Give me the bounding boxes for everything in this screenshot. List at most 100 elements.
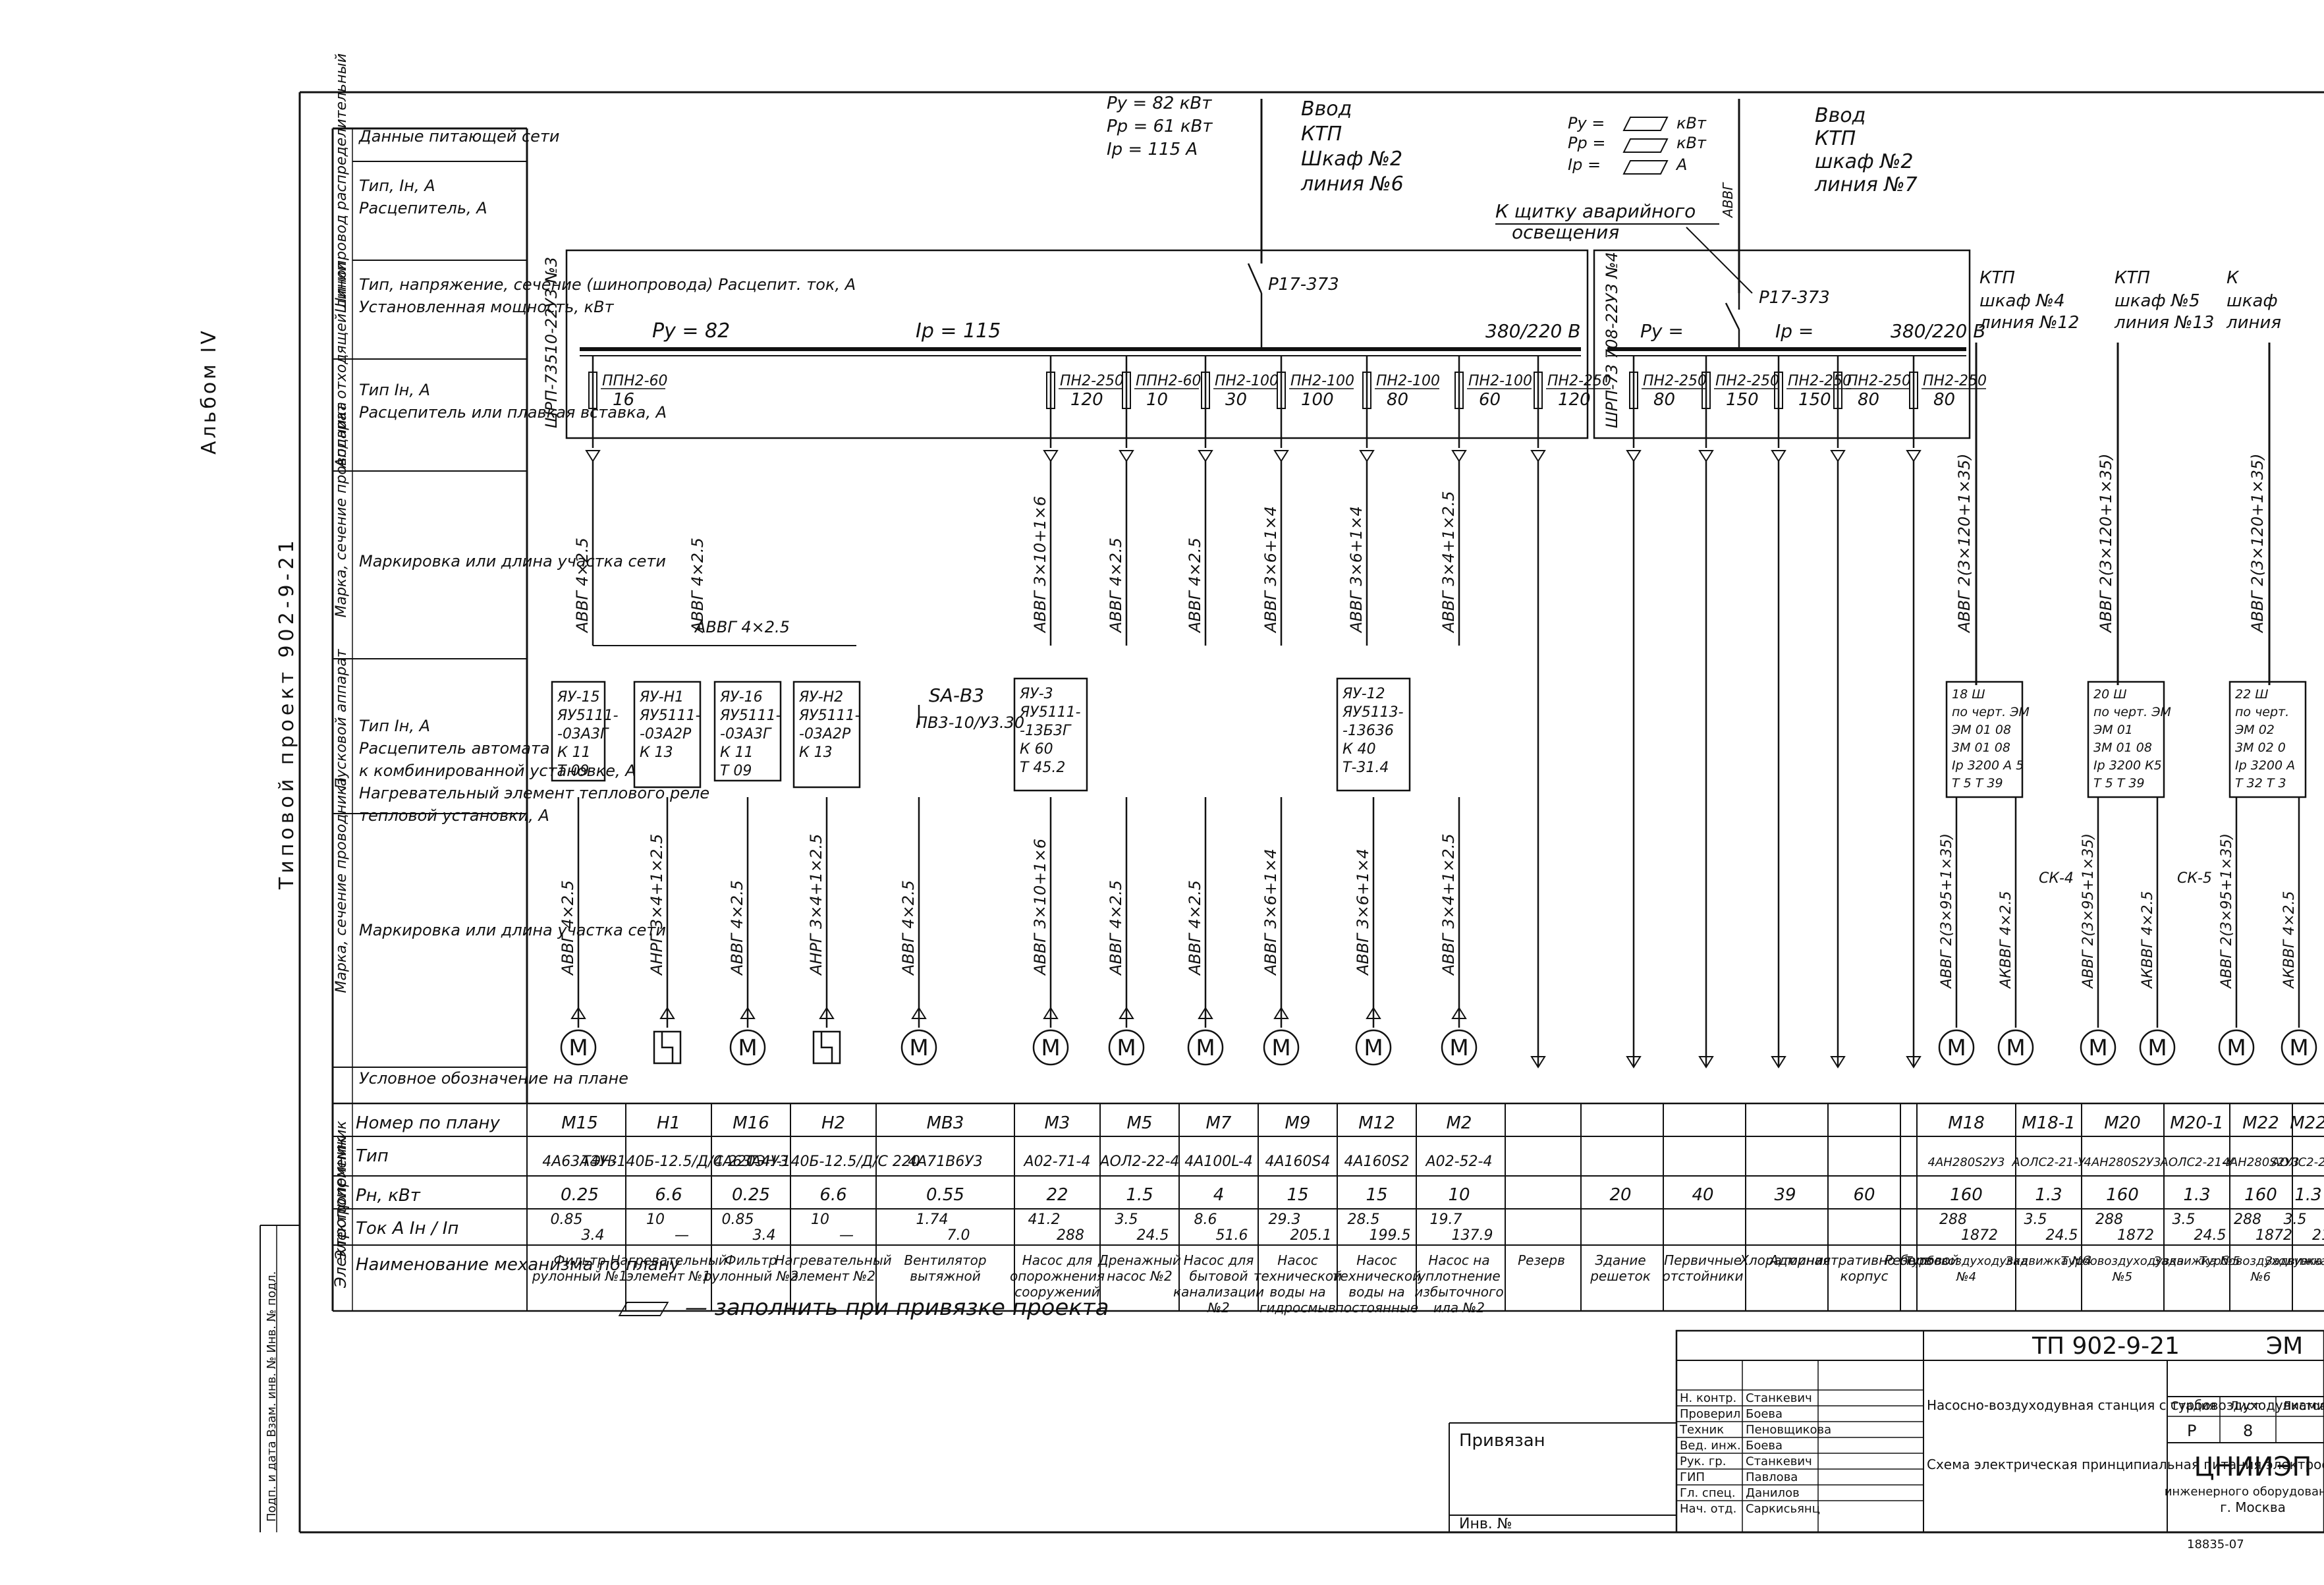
fuse-4-rating: 100 <box>1301 390 1334 410</box>
cable-lower-right-4: АВВГ 2(3×95+1×35) <box>2219 833 2235 989</box>
starter-right-0-line-5: Т 5 Т 39 <box>1952 776 2003 791</box>
col-2-name-1: рулонный №2 <box>703 1268 798 1284</box>
feed-0-cable: АВВГ 2(3×120+1×35) <box>1955 453 1974 634</box>
starter-0-line-0: ЯУ-15 <box>557 689 600 706</box>
cable-lower-2: АВВГ 4×2.5 <box>728 880 746 976</box>
col-14-name-0: Хлораторная <box>1739 1252 1831 1268</box>
title-block-frame <box>1675 1329 2324 1534</box>
cable-lower-5: АВВГ 3×10+1×6 <box>1031 839 1049 976</box>
starter-right-2-box <box>2228 681 2307 798</box>
breaker2-switch <box>1725 302 1740 330</box>
col-7-num: М7 <box>1206 1113 1232 1133</box>
col-0-power: 0.25 <box>561 1185 599 1205</box>
col-1-ip: — <box>675 1227 689 1244</box>
fuse-10-body <box>1774 372 1783 409</box>
table-row-label-2: Рн, кВт <box>356 1186 421 1206</box>
starter-3-line-1: ЯУ5111- <box>798 708 860 724</box>
cable-lower-1: АНРГ 3×4+1×2.5 <box>648 834 666 976</box>
col-17-num: М18 <box>1948 1113 1985 1133</box>
cable-lower-right-2: АВВГ 2(3×95+1×35) <box>2080 833 2097 989</box>
col-15-power: 60 <box>1853 1185 1875 1205</box>
col-0-type: 4А63А4У3 <box>542 1154 617 1170</box>
left-row-2-0: Тип, напряжение, сечение (шинопровода) Р… <box>359 275 856 294</box>
fill-box-icon <box>1622 138 1669 153</box>
legend-box-icon <box>618 1301 669 1316</box>
rp-note: Рр = 61 кВт <box>1107 117 1213 136</box>
left-row-2-1: Установленная мощность, кВт <box>359 298 615 316</box>
cable-lower-7: АВВГ 4×2.5 <box>1186 880 1204 976</box>
motor-10-icon <box>1441 1029 1478 1066</box>
tb-org-city: г. Москва <box>2220 1499 2286 1515</box>
drop-1-arrow <box>1043 450 1059 462</box>
motor-8-icon-label: M <box>1271 1035 1290 1061</box>
tb-sheet: 8 <box>2243 1422 2253 1440</box>
col-19-num: М20 <box>2104 1113 2141 1133</box>
unit-kw: кВт <box>1676 114 1707 132</box>
tb-inv: Инв. № <box>1459 1516 1512 1532</box>
input1-note: КТП <box>1301 123 1342 146</box>
starter-0-line-1: ЯУ5111- <box>557 708 619 724</box>
col-4-name-0: Вентилятор <box>904 1252 986 1268</box>
stamp-label: Подп. и дата Взам. инв. № Инв. № подл. <box>265 1271 279 1522</box>
col-6-ip: 24.5 <box>1137 1227 1169 1244</box>
col-0-name-1: рулонный №1 <box>532 1268 627 1284</box>
motor-9-icon <box>1355 1029 1392 1066</box>
starter-5-line-3: К 60 <box>1020 741 1053 758</box>
starter-right-1-line-1: по черт. ЭМ <box>2093 705 2171 719</box>
starter-2-line-2: -03А3Г <box>720 726 772 742</box>
left-row-3-0: Тип Iн, А <box>359 381 430 399</box>
col-3-power: 6.6 <box>819 1185 846 1205</box>
drop-7-end <box>1530 1056 1546 1069</box>
starter-0-line-3: К 11 <box>557 744 591 761</box>
col-9-num: М12 <box>1358 1113 1395 1133</box>
left-row-7-0: Условное обозначение на плане <box>359 1069 628 1088</box>
left-row-4-0: Маркировка или длина участка сети <box>359 552 666 570</box>
cable-lower-0: АВВГ 4×2.5 <box>559 880 577 976</box>
starter-2-line-3: К 11 <box>720 744 754 761</box>
album-label: Альбом IV <box>198 328 221 455</box>
tb-code: ТП 902-9-21 <box>2032 1333 2180 1360</box>
fill-box-icon <box>1622 160 1669 175</box>
fuse-5-rating: 80 <box>1387 390 1408 410</box>
fuse-6-body <box>1454 372 1464 409</box>
feed-1-sub: линия №13 <box>2114 313 2214 333</box>
col-21-ip: 1872 <box>2255 1227 2292 1244</box>
motor-6-icon-label: M <box>1117 1035 1136 1061</box>
starter-5-line-2: -13Б3Г <box>1020 723 1072 739</box>
left-row-5-1: Расцепитель автомата <box>359 739 550 758</box>
tb-sheet-title: Схема электрическая принципиальная питан… <box>1927 1457 2324 1472</box>
col-9-ip: 199.5 <box>1370 1227 1411 1244</box>
col-17-ip: 1872 <box>1961 1227 1998 1244</box>
col-12-power: 20 <box>1609 1185 1631 1205</box>
ru2-note: Ру = <box>1568 114 1605 132</box>
starter-right-0-line-0: 18 Ш <box>1952 687 1985 702</box>
col-22-type: АОЛС2-21-У <box>2271 1155 2324 1169</box>
breaker2-label: Р17-373 <box>1759 288 1830 308</box>
table-row-label-0: Номер по плану <box>356 1113 501 1133</box>
col-20-type: АОЛС2-21-У <box>2160 1155 2234 1169</box>
col-17-name-1: №4 <box>1956 1270 1976 1284</box>
emergency-note: К щитку аварийного <box>1495 200 1696 222</box>
drop-3-arrow <box>1198 450 1213 462</box>
starter-3-line-0: ЯУ-Н2 <box>798 689 843 706</box>
fuse-8-rating: 80 <box>1653 390 1675 410</box>
drop-8-end <box>1626 1056 1642 1069</box>
tb-person-1: Боева <box>1746 1407 1783 1421</box>
drop-8-arrow <box>1626 450 1642 462</box>
col-7-name-3: №2 <box>1207 1300 1230 1316</box>
motor-5-icon-label: M <box>1041 1035 1060 1061</box>
breaker1-label: Р17-373 <box>1268 275 1339 294</box>
col-0-in: 0.85 <box>551 1211 583 1228</box>
col-6-name-1: насос №2 <box>1107 1268 1172 1284</box>
starter-5-line-4: Т 45.2 <box>1020 760 1065 776</box>
drop-2-arrow <box>1119 450 1134 462</box>
motor-right-2-icon <box>2080 1029 2116 1066</box>
feed-2-head: К <box>2227 268 2240 288</box>
col-18-ip: 24.5 <box>2046 1227 2078 1244</box>
col-6-type: АОЛ2-22-4 <box>1099 1154 1180 1170</box>
left-row-5-4: тепловой установки, А <box>359 806 549 825</box>
col-21-name-1: №6 <box>2250 1270 2271 1284</box>
col-5-type: А02-71-4 <box>1023 1154 1091 1170</box>
motor-right-4-icon-label: M <box>2227 1035 2246 1061</box>
